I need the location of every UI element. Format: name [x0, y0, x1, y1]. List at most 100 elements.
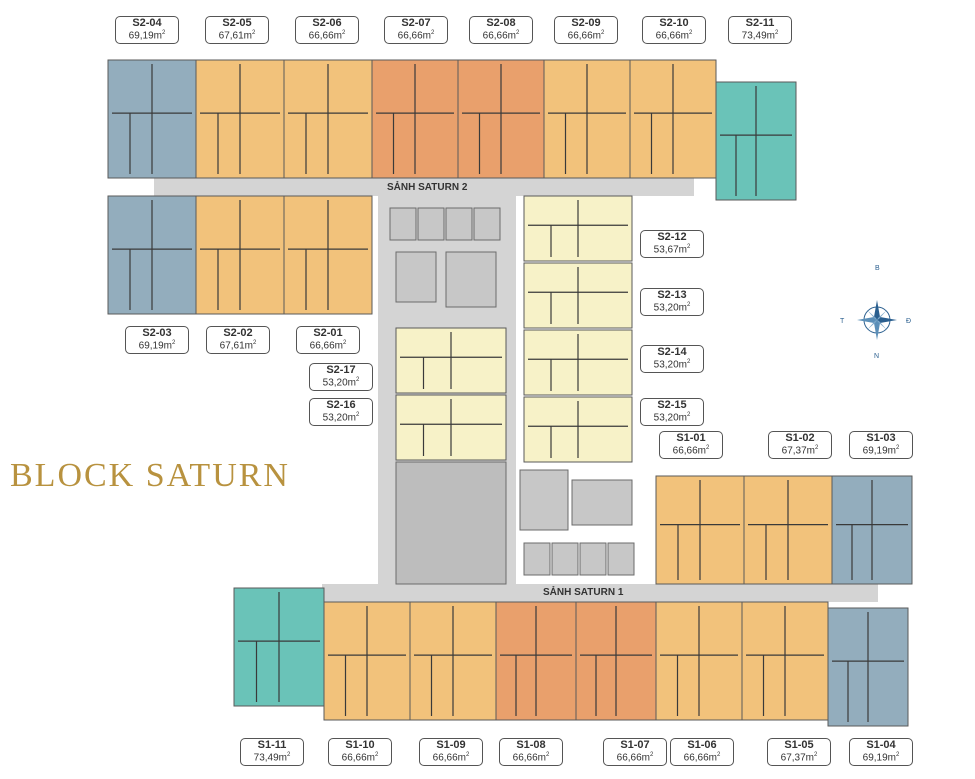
unit-area: 66,66m [643, 30, 705, 42]
unit-area: 66,66m [470, 30, 532, 42]
unit-code: S2-10 [659, 17, 689, 29]
unit-code: S1-04 [866, 739, 896, 751]
unit-code: S2-15 [657, 399, 687, 411]
unit-code: S2-05 [222, 17, 252, 29]
stair-core [445, 251, 497, 308]
unit-area: 66,66m [420, 752, 482, 764]
unit-area: 67,37m [769, 445, 831, 457]
unit-code: S1-10 [345, 739, 375, 751]
unit-code: S2-03 [142, 327, 172, 339]
elevator-shaft [473, 207, 501, 241]
unit-area: 69,19m [126, 340, 188, 352]
elevator-shaft [445, 207, 473, 241]
unit-code: S2-13 [657, 289, 687, 301]
unit-code: S1-03 [866, 432, 896, 444]
unit-area: 66,66m [555, 30, 617, 42]
unit-code: S2-09 [571, 17, 601, 29]
elevator-shaft [607, 542, 635, 576]
unit-area: 66,66m [500, 752, 562, 764]
unit-code: S2-16 [326, 399, 356, 411]
unit-area: 67,61m [206, 30, 268, 42]
block-title: BLOCK SATURN [10, 457, 290, 494]
unit-code: S2-11 [745, 17, 775, 29]
unit-code: S1-05 [784, 739, 814, 751]
compass-west-label: T [840, 318, 845, 325]
unit-code: S2-06 [312, 17, 342, 29]
unit-code: S2-14 [657, 346, 687, 358]
elevator-shaft [523, 542, 551, 576]
elevator-shaft [551, 542, 579, 576]
unit-code: S1-06 [687, 739, 717, 751]
lobby-corridor-saturn-1 [322, 584, 878, 602]
unit-area: 73,49m [241, 752, 303, 764]
unit-area: 66,66m [296, 30, 358, 42]
unit-area: 66,66m [604, 752, 666, 764]
compass-east-label: Đ [906, 318, 911, 325]
unit-area: 53,67m [641, 244, 703, 256]
unit-code: S1-11 [257, 739, 287, 751]
unit-code: S2-01 [313, 327, 343, 339]
unit-area: 67,37m [768, 752, 830, 764]
unit-area: 69,19m [850, 445, 912, 457]
compass-icon: B N T Đ [840, 265, 911, 360]
unit-code: S1-07 [620, 739, 650, 751]
unit-area: 66,66m [329, 752, 391, 764]
core-area [395, 461, 507, 585]
unit-code: S2-17 [326, 364, 356, 376]
compass-south-label: N [874, 353, 879, 360]
unit-area: 66,66m [671, 752, 733, 764]
unit-area: 53,20m [310, 377, 372, 389]
elevator-shaft [417, 207, 445, 241]
unit-area: 66,66m [660, 445, 722, 457]
apartment-units [107, 59, 913, 727]
unit-area: 53,20m [641, 359, 703, 371]
unit-area: 66,66m [385, 30, 447, 42]
unit-code: S2-08 [486, 17, 516, 29]
unit-code: S1-09 [436, 739, 466, 751]
unit-code: S2-12 [657, 231, 687, 243]
unit-code: S1-02 [785, 432, 815, 444]
unit-area: 67,61m [207, 340, 269, 352]
unit-area: 69,19m [850, 752, 912, 764]
compass-north-label: B [875, 265, 880, 272]
stair-core [395, 251, 437, 303]
unit-area: 73,49m [729, 30, 791, 42]
stair-core [571, 479, 633, 526]
unit-code: S2-04 [132, 17, 162, 29]
unit-area: 53,20m [310, 412, 372, 424]
stair-core [519, 469, 569, 531]
lobby-label-saturn-1: SẢNH SATURN 1 [543, 587, 624, 598]
elevator-shaft [389, 207, 417, 241]
elevator-shaft [579, 542, 607, 576]
unit-code: S2-02 [223, 327, 253, 339]
unit-area: 66,66m [297, 340, 359, 352]
